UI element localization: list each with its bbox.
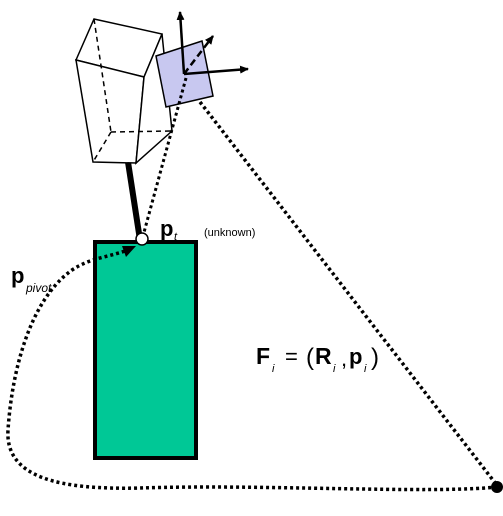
label-frame-transform: F i = ( R i , p i ) [256,343,379,375]
tip-point [135,232,149,246]
label-pt-main: p [160,216,173,241]
label-equals: = [285,344,298,369]
label-F-sub: i [272,363,275,375]
label-R-sub: i [333,363,336,375]
label-comma: , [341,346,347,371]
label-R: R [315,343,332,369]
pivot-curve [6,248,498,492]
label-pt-note: (unknown) [204,227,255,239]
world-origin-dot [491,481,503,493]
label-ppivot: p pivot [11,263,52,295]
frame-transform-line [198,100,498,486]
tracked-object [93,240,198,460]
probe-shaft [125,161,143,241]
coordinate-axes [176,11,249,76]
label-pt: p t (unknown) [160,216,255,243]
label-p-sub: i [364,363,367,375]
label-F: F [256,343,270,369]
label-lparen: ( [306,344,314,371]
pivot-curve-arrowhead [122,246,136,257]
label-p: p [349,344,362,369]
label-rparen: ) [371,344,379,371]
label-ppivot-sub: pivot [25,281,52,295]
wireframe-box [74,18,173,165]
label-ppivot-main: p [11,263,24,288]
label-pt-sub: t [174,231,178,243]
